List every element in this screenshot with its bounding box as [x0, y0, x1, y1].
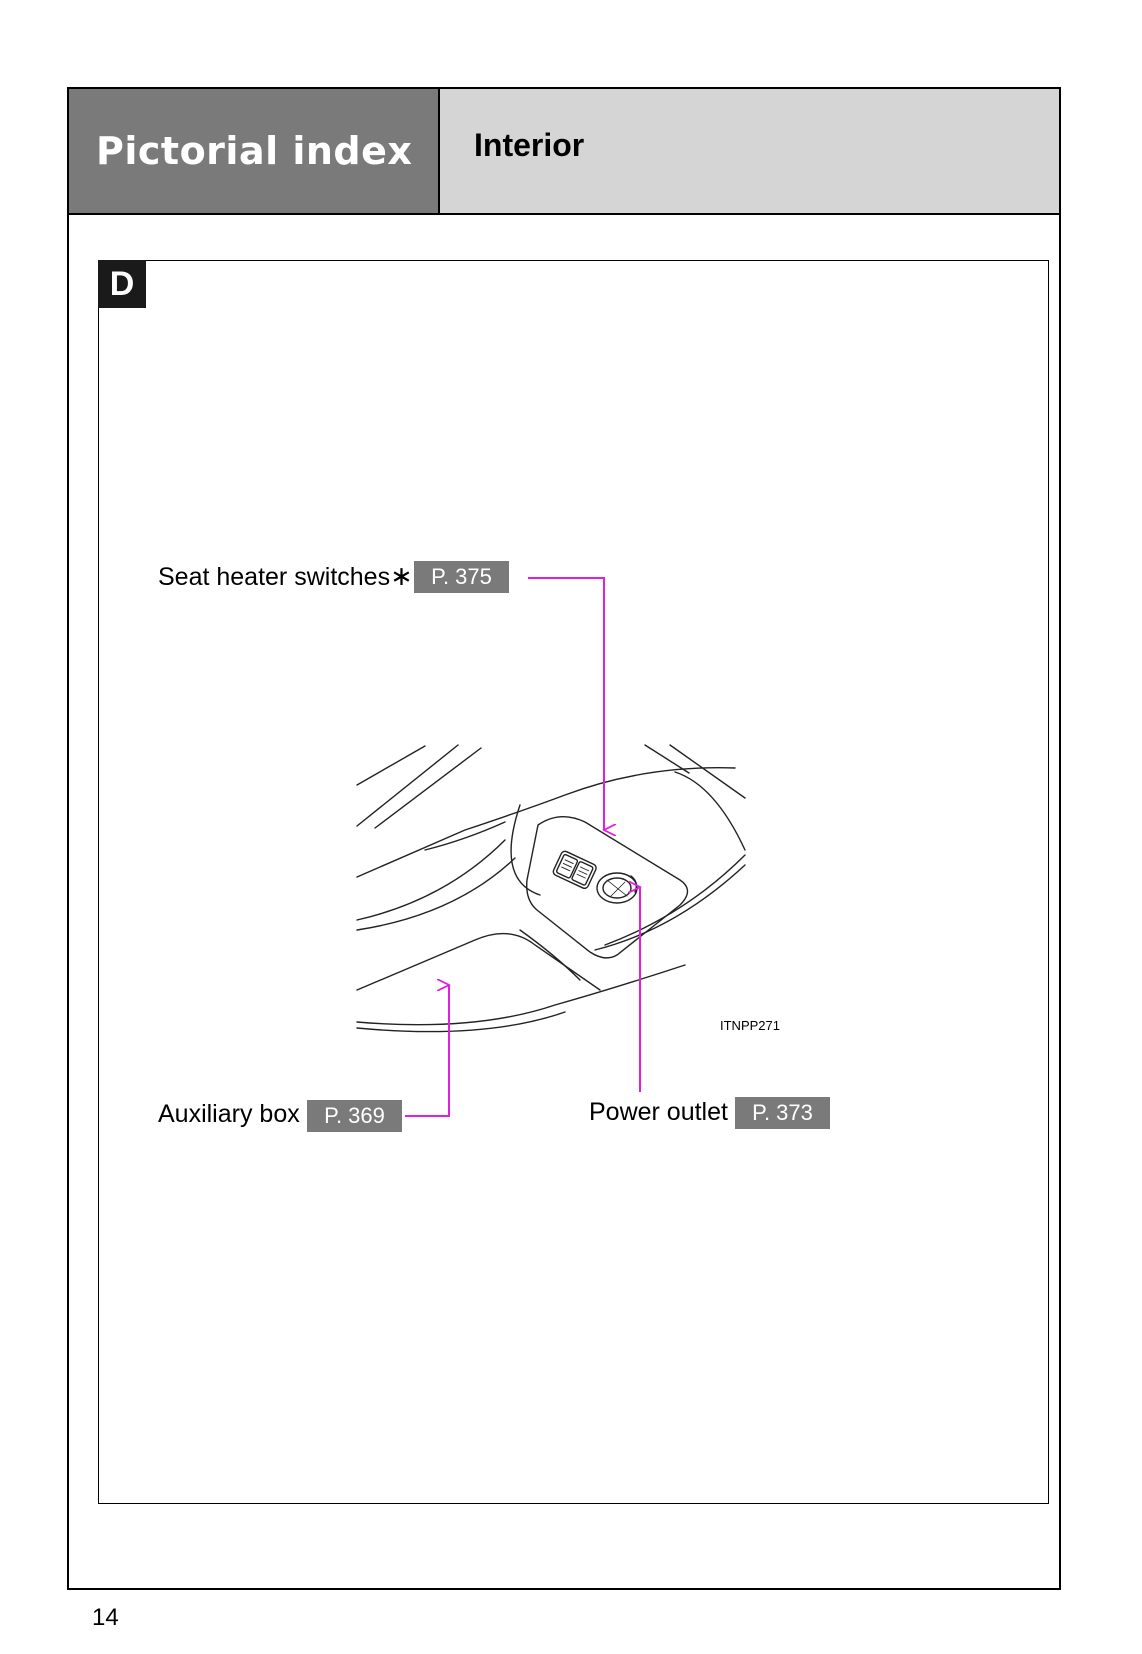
- section-header: Pictorial index: [67, 87, 439, 215]
- power-outlet-label: Power outlet: [589, 1098, 728, 1126]
- seat-heater-page-ref[interactable]: P. 375: [414, 561, 509, 593]
- illustration-panel: [98, 260, 1049, 1504]
- center-console-illustration: [356, 744, 746, 1033]
- power-outlet-page-ref[interactable]: P. 373: [735, 1097, 830, 1129]
- optional-equipment-marker: ∗: [390, 561, 413, 591]
- panel-letter-badge: D: [98, 260, 146, 308]
- callout-label-seat-heater: Seat heater switches∗: [158, 561, 413, 592]
- auxiliary-box-page-ref[interactable]: P. 369: [307, 1100, 402, 1132]
- subsection-header: Interior: [439, 87, 1061, 215]
- section-title: Pictorial index: [96, 129, 413, 173]
- page-number: 14: [92, 1604, 119, 1631]
- figure-code: ITNPP271: [720, 1018, 780, 1033]
- seat-heater-label: Seat heater switches: [158, 563, 391, 591]
- subsection-title: Interior: [474, 127, 585, 163]
- auxiliary-box-label: Auxiliary box: [158, 1100, 300, 1128]
